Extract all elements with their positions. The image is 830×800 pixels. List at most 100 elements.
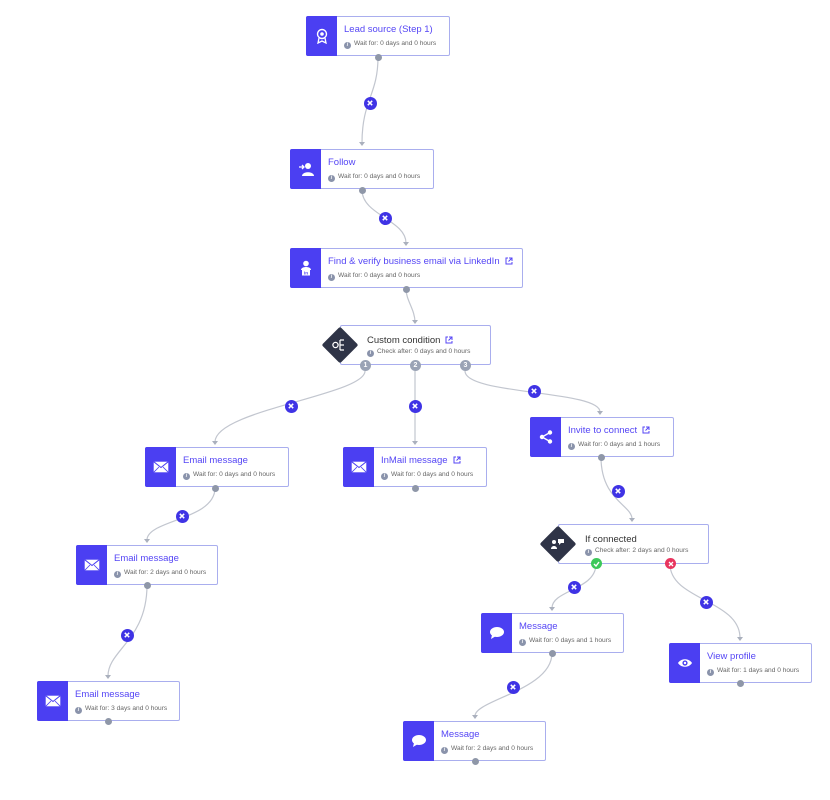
branch-2-badge[interactable]: 2 <box>410 360 421 371</box>
external-link-icon[interactable] <box>445 336 453 347</box>
title-text: Custom condition <box>367 335 441 346</box>
info-icon: i <box>328 175 335 182</box>
remove-edge-button[interactable] <box>363 96 377 110</box>
remove-edge-button[interactable] <box>120 628 134 642</box>
edge <box>405 288 416 323</box>
branch-3-badge[interactable]: 3 <box>460 360 471 371</box>
remove-edge-button[interactable] <box>506 680 520 694</box>
output-port[interactable] <box>402 285 410 293</box>
wait-text: Wait for: 0 days and 1 hours <box>578 441 661 448</box>
output-port[interactable] <box>374 53 382 61</box>
node-title: Follow <box>328 157 356 168</box>
external-link-icon[interactable] <box>505 257 513 268</box>
wait-text: Wait for: 1 days and 0 hours <box>717 667 800 674</box>
envelope-icon <box>145 447 176 487</box>
input-port <box>105 675 111 679</box>
remove-edge-button[interactable] <box>284 399 298 413</box>
remove-edge-button[interactable] <box>378 211 392 225</box>
title-text: InMail message <box>381 455 448 466</box>
output-port[interactable] <box>597 454 605 461</box>
close-icon <box>382 215 388 221</box>
external-link-icon[interactable] <box>642 426 650 437</box>
close-icon <box>615 488 621 494</box>
chat-bubble-icon <box>403 721 434 761</box>
close-icon <box>124 632 130 638</box>
svg-text:in: in <box>304 271 308 276</box>
external-link-icon[interactable] <box>453 456 461 467</box>
output-port[interactable] <box>471 758 479 765</box>
node-title: Message <box>441 729 480 740</box>
close-icon <box>179 513 185 519</box>
node-title: Find & verify business email via LinkedI… <box>328 256 513 268</box>
input-port <box>359 142 365 146</box>
input-port <box>597 411 603 415</box>
envelope-icon <box>343 447 374 487</box>
envelope-icon <box>76 545 107 585</box>
output-port[interactable] <box>143 582 151 589</box>
input-port <box>412 441 418 445</box>
yes-branch-icon[interactable] <box>591 558 602 569</box>
title-text: Invite to connect <box>568 425 638 436</box>
output-port[interactable] <box>411 484 419 492</box>
remove-edge-button[interactable] <box>175 509 189 523</box>
output-port[interactable] <box>104 718 112 725</box>
node-title: If connected <box>585 534 637 545</box>
remove-edge-button[interactable] <box>611 484 625 498</box>
node-title: Message <box>519 621 558 632</box>
node-find-verify-email[interactable]: in Find & verify business email via Link… <box>290 248 523 288</box>
close-icon <box>288 403 294 409</box>
node-title: Email message <box>114 553 179 564</box>
node-title: Custom condition <box>367 335 453 347</box>
wait-text: Wait for: 0 days and 0 hours <box>338 173 421 180</box>
envelope-icon <box>37 681 68 721</box>
check-text: Check after: 0 days and 0 hours <box>377 348 471 355</box>
connection-icon <box>540 526 576 562</box>
info-icon: i <box>585 549 592 556</box>
output-port[interactable] <box>358 186 366 194</box>
info-icon: i <box>519 639 526 646</box>
linkedin-person-icon: in <box>290 248 321 288</box>
info-icon: i <box>183 473 190 480</box>
output-port[interactable] <box>736 680 744 687</box>
info-icon: i <box>707 669 714 676</box>
output-port[interactable] <box>548 650 556 657</box>
info-icon: i <box>441 747 448 754</box>
info-icon: i <box>568 443 575 450</box>
remove-edge-button[interactable] <box>527 384 541 398</box>
output-port[interactable] <box>211 484 219 492</box>
edge <box>600 456 633 520</box>
branch-1-badge[interactable]: 1 <box>360 360 371 371</box>
close-icon <box>367 100 373 106</box>
node-title: Email message <box>183 455 248 466</box>
award-icon <box>306 16 337 56</box>
remove-edge-button[interactable] <box>699 595 713 609</box>
remove-edge-button[interactable] <box>408 399 422 413</box>
no-branch-icon[interactable] <box>665 558 676 569</box>
wait-text: Wait for: 0 days and 0 hours <box>193 471 276 478</box>
wait-text: Wait for: 3 days and 0 hours <box>85 705 168 712</box>
remove-edge-button[interactable] <box>567 580 581 594</box>
node-title: View profile <box>707 651 756 662</box>
